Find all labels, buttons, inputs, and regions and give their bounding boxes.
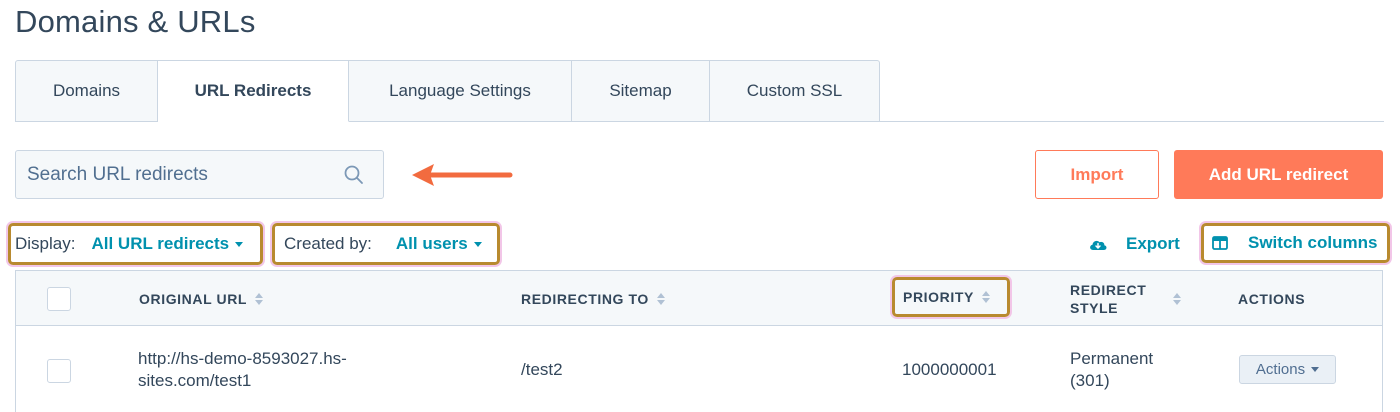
sort-icon (656, 292, 665, 305)
redirect-style-line: (301) (1070, 371, 1110, 390)
columns-icon (1212, 236, 1228, 250)
page-title: Domains & URLs (15, 4, 256, 39)
url-redirects-table: ORIGINAL URL REDIRECTING TO PRIORITY RED… (15, 270, 1383, 412)
tab-divider (15, 121, 1384, 122)
search-input[interactable] (27, 163, 327, 186)
column-header-label-line: REDIRECT (1070, 281, 1147, 298)
caret-down-icon (473, 241, 482, 247)
table-row: http://hs-demo-8593027.hs- sites.com/tes… (16, 326, 1382, 412)
search-icon[interactable] (343, 164, 365, 186)
tab-url-redirects[interactable]: URL Redirects (158, 60, 349, 122)
switch-columns-highlight: Switch columns (1201, 223, 1390, 263)
export-button[interactable]: Export (1088, 232, 1180, 256)
annotation-arrow-icon (412, 164, 513, 186)
created-by-filter-value: All users (395, 234, 468, 253)
switch-columns-button[interactable]: Switch columns (1204, 226, 1387, 260)
display-filter-value: All URL redirects (91, 234, 230, 253)
switch-columns-label: Switch columns (1248, 233, 1378, 252)
row-actions-label: Actions (1255, 361, 1306, 378)
column-header-redirect-style[interactable]: REDIRECT STYLE (1070, 271, 1182, 326)
column-header-priority[interactable]: PRIORITY (903, 280, 990, 314)
created-by-filter-label: Created by: (284, 234, 372, 253)
created-by-filter-highlight: Created by: All users (272, 223, 500, 265)
display-filter-dropdown[interactable]: All URL redirects (91, 234, 244, 254)
tab-custom-ssl[interactable]: Custom SSL (710, 60, 880, 122)
display-filter-highlight: Display: All URL redirects (8, 223, 263, 265)
column-header-label: ORIGINAL URL (139, 290, 248, 307)
redirecting-to-cell: /test2 (521, 360, 563, 379)
column-header-redirecting-to[interactable]: REDIRECTING TO (521, 271, 665, 326)
display-filter-label: Display: (15, 234, 76, 253)
column-header-label-line: STYLE (1070, 299, 1119, 316)
column-header-original-url[interactable]: ORIGINAL URL (139, 271, 264, 326)
column-header-actions: ACTIONS (1238, 290, 1306, 307)
sort-icon (1173, 292, 1182, 305)
redirect-style-line: Permanent (1070, 349, 1154, 368)
tab-domains[interactable]: Domains (15, 60, 158, 122)
original-url-line: http://hs-demo-8593027.hs- (138, 349, 347, 368)
tab-sitemap[interactable]: Sitemap (572, 60, 710, 122)
export-label: Export (1126, 234, 1180, 253)
display-filter: Display: All URL redirects (11, 226, 260, 262)
sort-icon (981, 291, 990, 303)
tab-language-settings[interactable]: Language Settings (349, 60, 572, 122)
created-by-filter-dropdown[interactable]: All users (396, 234, 482, 254)
cloud-download-icon (1090, 240, 1107, 250)
select-all-checkbox[interactable] (47, 287, 71, 311)
row-actions-button[interactable]: Actions (1239, 355, 1336, 384)
tab-bar: Domains URL Redirects Language Settings … (15, 60, 880, 122)
column-header-label: REDIRECT STYLE (1070, 281, 1146, 317)
caret-down-icon (1311, 367, 1320, 372)
sort-icon (255, 292, 264, 305)
caret-down-icon (235, 241, 244, 247)
priority-cell: 1000000001 (902, 360, 997, 379)
original-url-line: sites.com/test1 (138, 371, 252, 390)
table-header: ORIGINAL URL REDIRECTING TO PRIORITY RED… (16, 271, 1382, 326)
redirect-style-cell: Permanent (301) (1070, 348, 1153, 392)
search-box (15, 150, 384, 199)
priority-column-highlight: PRIORITY (892, 277, 1010, 317)
import-button[interactable]: Import (1035, 150, 1159, 199)
created-by-filter: Created by: All users (275, 226, 497, 262)
add-url-redirect-button[interactable]: Add URL redirect (1174, 150, 1383, 199)
column-header-label: PRIORITY (903, 289, 974, 305)
original-url-cell[interactable]: http://hs-demo-8593027.hs- sites.com/tes… (138, 348, 347, 392)
column-header-label: REDIRECTING TO (521, 290, 649, 307)
row-checkbox[interactable] (47, 359, 71, 383)
